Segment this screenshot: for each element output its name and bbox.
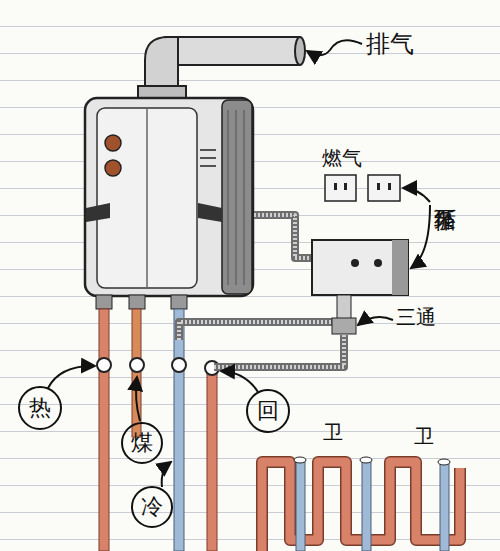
node-text: 回 (257, 400, 279, 422)
node-text: 热 (29, 397, 51, 419)
gas-sockets (325, 175, 400, 201)
bathroom-label: 卫 (414, 426, 434, 446)
circled-label: 煤 (121, 422, 163, 464)
exhaust-label: 排气 (366, 32, 414, 56)
node-text: 煤 (131, 432, 153, 454)
pipes (97, 309, 219, 551)
tee-label: 三通 (396, 307, 436, 327)
circulation-pump (312, 240, 408, 334)
exhaust-pipe (138, 37, 305, 100)
circled-label: 冷 (131, 486, 173, 528)
node-text: 冷 (141, 496, 163, 518)
bathroom-label: 卫 (323, 422, 343, 442)
circled-label: 热 (18, 386, 62, 430)
water-heater (85, 98, 253, 309)
circled-label: 回 (246, 389, 290, 433)
gas-label: 燃气 (322, 148, 362, 168)
bathroom-loops (262, 457, 460, 551)
leader-lines (48, 40, 430, 487)
